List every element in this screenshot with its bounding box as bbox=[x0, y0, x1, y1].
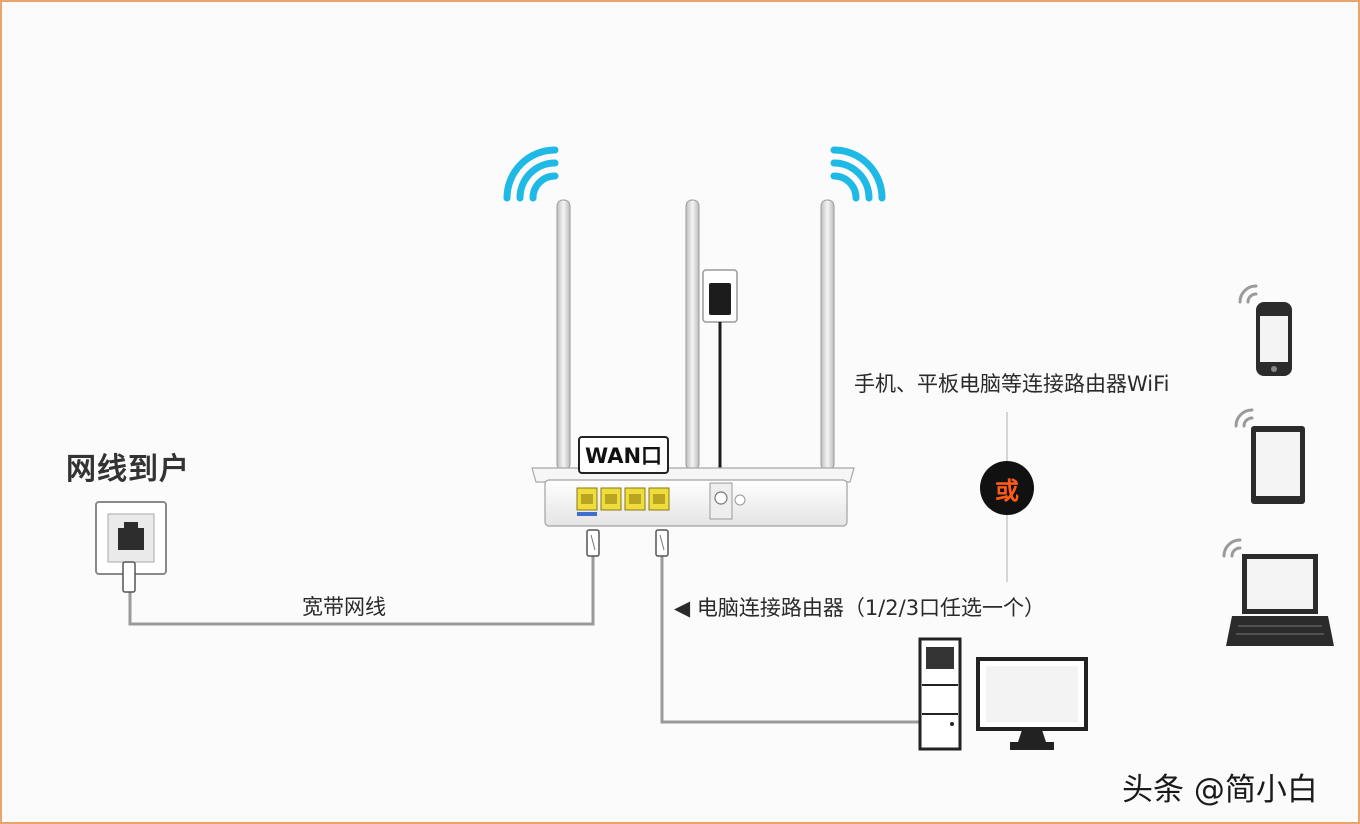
wifi-devices-label: 手机、平板电脑等连接路由器WiFi bbox=[854, 372, 1170, 396]
wall-socket bbox=[95, 501, 167, 593]
monitor bbox=[976, 657, 1088, 750]
router-antennas bbox=[556, 199, 835, 471]
or-badge: 或 bbox=[980, 461, 1034, 515]
wan-port-label: WAN口 bbox=[578, 436, 670, 474]
desktop-tower bbox=[918, 637, 962, 751]
router-ports bbox=[576, 487, 670, 516]
wifi-signal-icon bbox=[503, 146, 559, 202]
broadband-cable bbox=[128, 529, 600, 626]
power-adapter bbox=[702, 269, 738, 472]
pc-cable bbox=[655, 529, 920, 724]
router bbox=[531, 467, 855, 527]
watermark: 头条 @简小白 bbox=[1122, 772, 1318, 808]
wifi-signal-icon bbox=[1234, 408, 1254, 428]
wifi-signal-icon bbox=[1238, 284, 1258, 304]
wifi-signal-icon bbox=[1222, 538, 1242, 558]
tablet bbox=[1234, 408, 1305, 504]
pc-connection-label: ◀ 电脑连接路由器（1/2/3口任选一个） bbox=[674, 596, 1046, 620]
wifi-signal-icon bbox=[830, 146, 886, 202]
broadband-cable-label: 宽带网线 bbox=[302, 595, 386, 619]
home-network-label: 网线到户 bbox=[66, 452, 190, 487]
phone bbox=[1238, 284, 1292, 376]
laptop bbox=[1222, 538, 1334, 646]
